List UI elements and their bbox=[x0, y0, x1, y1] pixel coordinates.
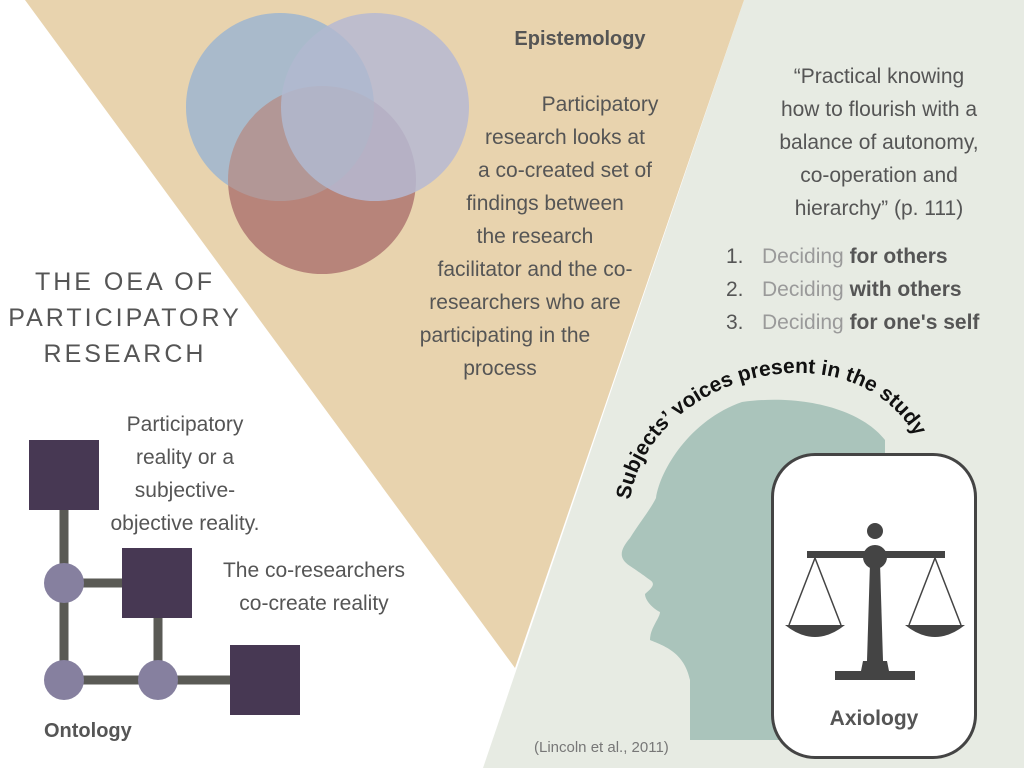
co-create-line: The co-researchers bbox=[222, 559, 406, 582]
quote-line: hierarchy” (p. 111) bbox=[794, 197, 964, 220]
ontology-line: objective reality. bbox=[110, 512, 260, 535]
epistemology-line: the research bbox=[476, 225, 594, 248]
list-number: 3. bbox=[726, 311, 744, 334]
ontology-network bbox=[29, 440, 300, 715]
co-create-text: The co-researchers co-create reality bbox=[200, 554, 428, 620]
quote-line: “Practical knowing bbox=[793, 65, 965, 88]
list-item: 2. Deciding with others bbox=[726, 273, 979, 306]
list-item: 3. Deciding for one's self bbox=[726, 306, 979, 339]
quote-line: co-operation and bbox=[800, 164, 958, 187]
title-line: RESEARCH bbox=[43, 340, 207, 368]
network-square bbox=[230, 645, 300, 715]
deciding-list: 1. Deciding for others 2. Deciding with ot… bbox=[726, 240, 979, 339]
network-node bbox=[44, 660, 84, 700]
list-number: 2. bbox=[726, 278, 744, 301]
epistemology-body: Participatory research looks at a co-cre… bbox=[370, 88, 700, 385]
network-square bbox=[29, 440, 99, 510]
list-verb: Deciding bbox=[762, 311, 844, 334]
co-create-line: co-create reality bbox=[239, 592, 389, 615]
epistemology-line: participating in the bbox=[419, 324, 591, 347]
ontology-label: Ontology bbox=[44, 720, 132, 742]
epistemology-line: facilitator and the co- bbox=[437, 258, 633, 281]
list-verb: Deciding bbox=[762, 278, 844, 301]
axiology-quote: “Practical knowing how to flourish with … bbox=[748, 60, 1010, 225]
network-square bbox=[122, 548, 192, 618]
venn-circle-lavender bbox=[281, 13, 469, 201]
ontology-line: reality or a bbox=[135, 446, 235, 469]
balance-scale-icon bbox=[785, 523, 965, 680]
citation: (Lincoln et al., 2011) bbox=[534, 739, 669, 756]
venn-circles bbox=[186, 13, 469, 274]
ontology-body: Participatory reality or a subjective- o… bbox=[80, 408, 290, 540]
main-title: THE OEA OF PARTICIPATORY RESEARCH bbox=[0, 264, 250, 372]
epistemology-line: researchers who are bbox=[429, 291, 621, 314]
list-object: for one's self bbox=[849, 311, 980, 334]
ontology-line: Participatory bbox=[126, 413, 244, 436]
epistemology-line: a co-created set of bbox=[478, 159, 652, 182]
venn-overlay bbox=[186, 13, 374, 201]
epistemology-triangle bbox=[25, 0, 744, 668]
list-object: for others bbox=[849, 245, 948, 268]
network-node bbox=[138, 660, 178, 700]
list-item: 1. Deciding for others bbox=[726, 240, 979, 273]
epistemology-label: Epistemology bbox=[514, 28, 646, 50]
epistemology-line: findings between bbox=[466, 192, 624, 215]
list-number: 1. bbox=[726, 245, 744, 268]
ontology-line: subjective- bbox=[134, 479, 236, 502]
title-line: THE OEA OF bbox=[34, 268, 216, 296]
epistemology-line: process bbox=[463, 357, 537, 380]
list-verb: Deciding bbox=[762, 245, 844, 268]
epistemology-line: research looks at bbox=[485, 126, 645, 149]
list-object: with others bbox=[849, 278, 962, 301]
quote-line: balance of autonomy, bbox=[779, 131, 979, 154]
epistemology-line: Participatory bbox=[541, 93, 659, 116]
quote-line: how to flourish with a bbox=[780, 98, 978, 121]
network-node bbox=[44, 563, 84, 603]
title-line: PARTICIPATORY bbox=[8, 304, 242, 332]
axiology-label: Axiology bbox=[829, 707, 919, 730]
